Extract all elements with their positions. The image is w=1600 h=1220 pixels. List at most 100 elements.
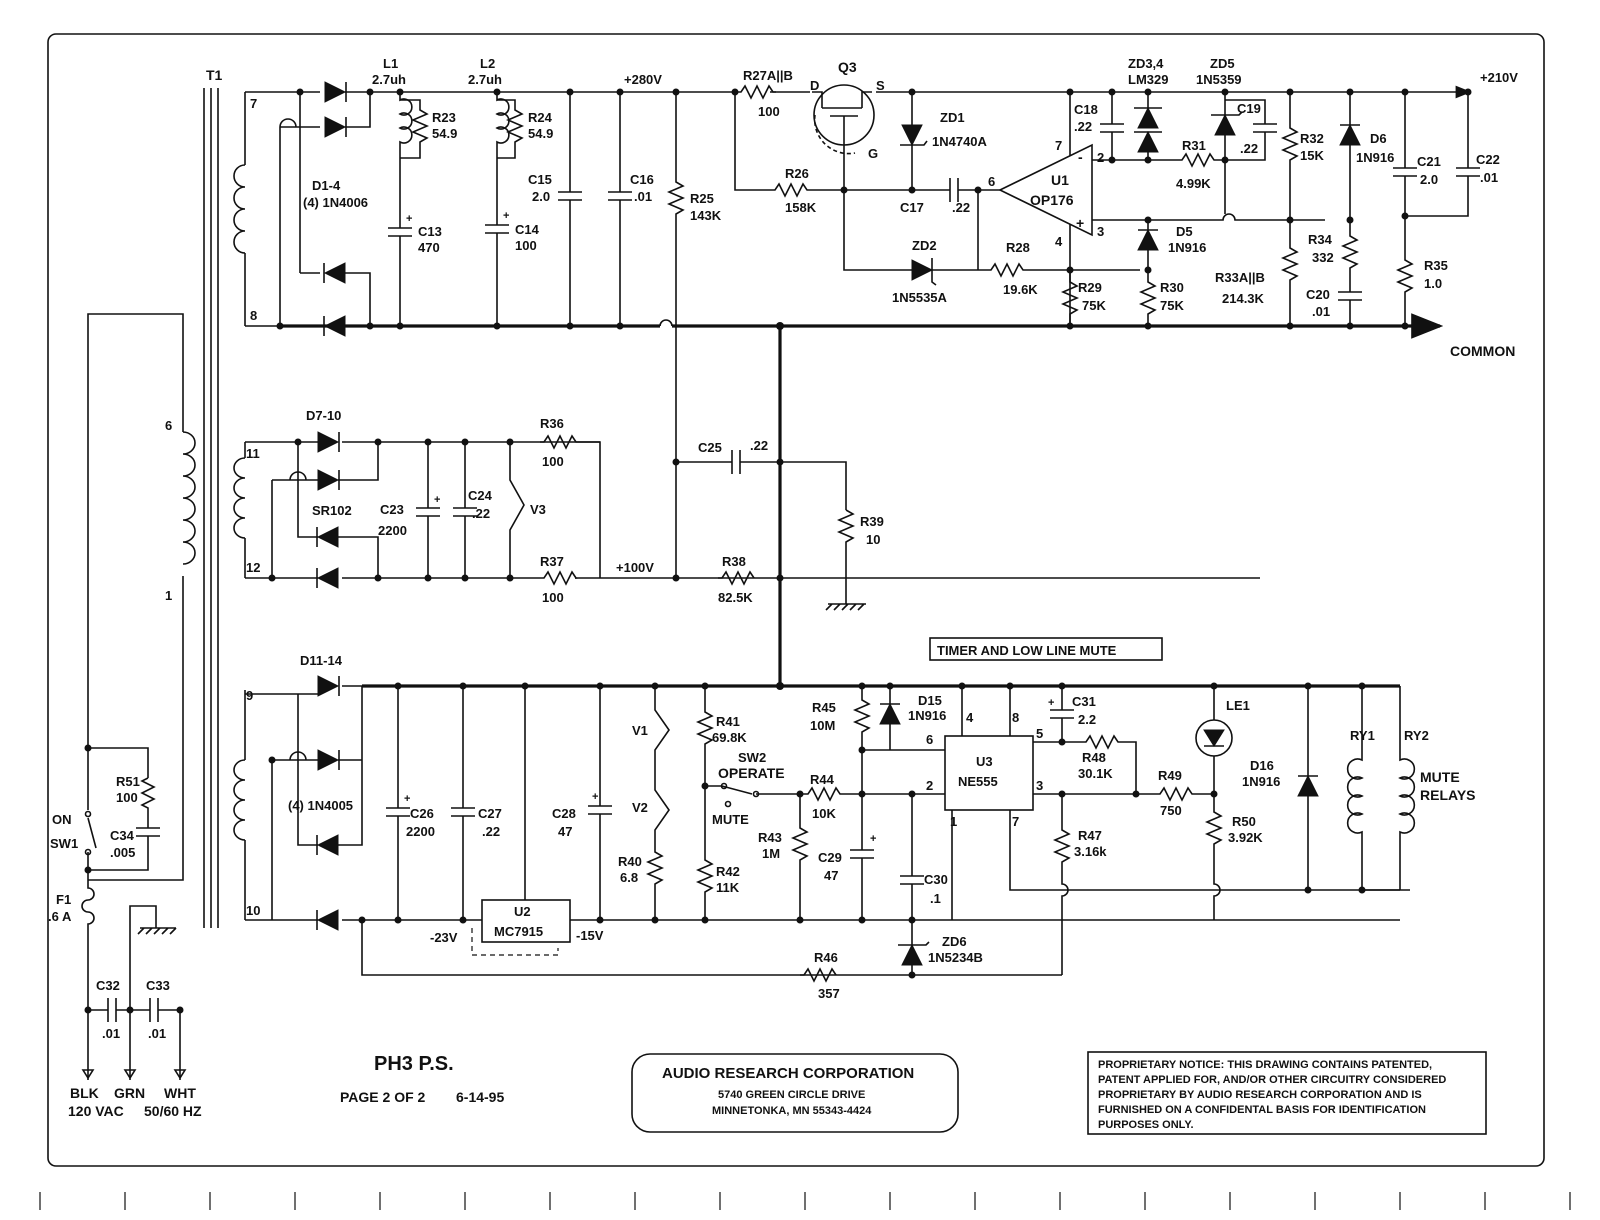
u3-pin4: 4 xyxy=(966,710,974,725)
u1-inv-sign: - xyxy=(1078,149,1083,165)
q3-label: Q3 xyxy=(838,59,857,75)
sw2-label: SW2 xyxy=(738,750,766,765)
resistor-r33 xyxy=(1280,220,1300,326)
u3-pin6: 6 xyxy=(926,732,933,747)
vac-label: 120 VAC xyxy=(68,1103,124,1119)
zener-zd5 xyxy=(1211,111,1243,136)
resistor-r44 xyxy=(800,786,862,802)
capacitor-c24 xyxy=(453,442,477,578)
c17-label: C17 xyxy=(900,200,924,215)
sw2-mute: MUTE xyxy=(712,812,749,827)
zd1-value: 1N4740A xyxy=(932,134,988,149)
diode-d11 xyxy=(317,675,340,697)
capacitor-c32 xyxy=(88,998,130,1022)
rail-100v: +100V xyxy=(616,560,654,575)
r48-label: R48 xyxy=(1082,750,1106,765)
d7-10-label: D7-10 xyxy=(306,408,341,423)
resistor-r24 xyxy=(497,99,525,159)
r45-label: R45 xyxy=(812,700,836,715)
resistor-r31 xyxy=(1178,152,1225,168)
r35-label: R35 xyxy=(1424,258,1448,273)
r29-value: 75K xyxy=(1082,298,1106,313)
resistor-r35 xyxy=(1395,216,1415,326)
zd1-label: ZD1 xyxy=(940,110,965,125)
opamp-u1: - + U1 OP176 7 6 2 3 4 xyxy=(988,138,1104,249)
c31-value: 2.2 xyxy=(1078,712,1096,727)
r30-label: R30 xyxy=(1160,280,1184,295)
u3-pin7: 7 xyxy=(1012,814,1019,829)
c34-label: C34 xyxy=(110,828,135,843)
diode-d9 xyxy=(316,526,339,548)
notice-line-4: FURNISHED ON A CONFIDENTAL BASIS FOR IDE… xyxy=(1098,1104,1426,1116)
c27-value: .22 xyxy=(482,824,500,839)
r39-value: 10 xyxy=(866,532,880,547)
r26-value: 158K xyxy=(785,200,817,215)
u2-label: U2 xyxy=(514,904,531,919)
lv100-supply-section: D7-10 SR102 + C23 2200 C24 .22 V3 R36 10… xyxy=(245,326,1260,686)
r31-label: R31 xyxy=(1182,138,1206,153)
resistor-r47 xyxy=(1052,794,1072,975)
mute-relays-label-2: RELAYS xyxy=(1420,787,1476,803)
r31-value: 4.99K xyxy=(1176,176,1211,191)
v3-label: V3 xyxy=(530,502,546,517)
resistor-r37 xyxy=(540,570,578,586)
mosfet-q3: Q3 D S G xyxy=(810,59,885,190)
u1-pin6: 6 xyxy=(988,174,995,189)
r38-value: 82.5K xyxy=(718,590,753,605)
resistor-r50 xyxy=(1204,794,1224,920)
capacitor-c29 xyxy=(850,794,874,920)
d11-14-label: D11-14 xyxy=(300,653,343,668)
r28-value: 19.6K xyxy=(1003,282,1038,297)
l2-label: L2 xyxy=(480,56,495,71)
common-label: COMMON xyxy=(1450,343,1515,359)
capacitor-c33 xyxy=(130,998,180,1022)
zener-zd6 xyxy=(898,941,930,966)
sr102-label: SR102 xyxy=(312,503,352,518)
zd2-value: 1N5535A xyxy=(892,290,948,305)
svg-text:+: + xyxy=(404,793,410,805)
c32-label: C32 xyxy=(96,978,120,993)
diode-d16 xyxy=(1297,774,1319,797)
svg-text:+: + xyxy=(592,791,598,803)
capacitor-c16 xyxy=(608,92,632,326)
t1-label: T1 xyxy=(206,67,223,83)
c33-value: .01 xyxy=(148,1026,166,1041)
regulator-u2 xyxy=(481,899,571,943)
zd5-label: ZD5 xyxy=(1210,56,1235,71)
d16-label: D16 xyxy=(1250,758,1274,773)
capacitor-c17 xyxy=(844,178,1000,202)
r47-value: 3.16k xyxy=(1074,844,1107,859)
switch-sw2[interactable] xyxy=(705,782,800,808)
v1-label: V1 xyxy=(632,723,648,738)
r25-value: 143K xyxy=(690,208,722,223)
r40-label: R40 xyxy=(618,854,642,869)
c20-label: C20 xyxy=(1306,287,1330,302)
zener-zd1 xyxy=(900,124,928,147)
drawing-title: PH3 P.S. xyxy=(374,1053,454,1075)
u3-pin2: 2 xyxy=(926,778,933,793)
switch-sw1[interactable] xyxy=(84,748,97,880)
diode-d2 xyxy=(324,116,347,138)
t1-pin12: 12 xyxy=(246,560,260,575)
r49-label: R49 xyxy=(1158,768,1182,783)
d6-value: 1N916 xyxy=(1356,150,1394,165)
timer-section-label: TIMER AND LOW LINE MUTE xyxy=(937,643,1117,658)
diode-d1 xyxy=(324,81,347,103)
svg-text:+: + xyxy=(503,210,509,222)
diode-d14 xyxy=(316,909,339,931)
c19-label: C19 xyxy=(1237,101,1261,116)
t1-pin10: 10 xyxy=(246,903,260,918)
notice-line-2: PATENT APPLIED FOR, AND/OR OTHER CIRCUIT… xyxy=(1098,1074,1446,1086)
r50-value: 3.92K xyxy=(1228,830,1263,845)
blk-label: BLK xyxy=(70,1085,99,1101)
r36-label: R36 xyxy=(540,416,564,431)
c33-label: C33 xyxy=(146,978,170,993)
diode-d6 xyxy=(1339,123,1361,146)
company-address-2: MINNETONKA, MN 55343-4424 xyxy=(712,1105,872,1117)
notice-line-5: PURPOSES ONLY. xyxy=(1098,1119,1194,1131)
capacitor-c22 xyxy=(1405,92,1480,217)
r24-label: R24 xyxy=(528,110,553,125)
c15-value: 2.0 xyxy=(532,189,550,204)
r27-value: 100 xyxy=(758,104,780,119)
capacitor-c31 xyxy=(1050,686,1074,742)
